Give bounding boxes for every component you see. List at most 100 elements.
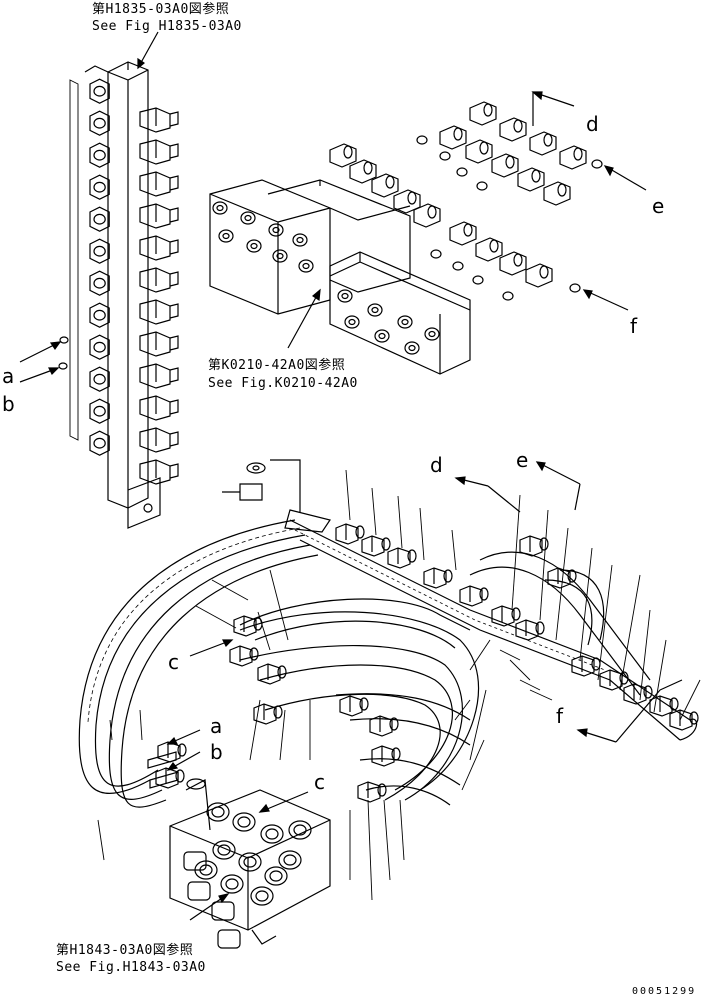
manifold-fitting	[139, 395, 179, 421]
manifold-fitting	[89, 270, 110, 296]
manifold-fitting	[89, 366, 110, 392]
o-ring	[452, 261, 464, 271]
leader-line	[499, 649, 521, 661]
leader-line	[679, 679, 701, 721]
valve-bolt	[292, 233, 308, 247]
valve-bolt	[246, 239, 262, 253]
hose-fitting	[361, 535, 391, 557]
hose-fitting	[423, 567, 453, 589]
hose-fitting	[157, 741, 187, 763]
drawing-code: 00051299	[632, 986, 697, 997]
block-fitting	[260, 824, 284, 844]
o-ring	[456, 167, 468, 177]
hose-fitting	[649, 695, 679, 717]
manifold-fitting	[89, 206, 110, 232]
leader-line	[469, 639, 491, 671]
o-ring	[416, 135, 428, 145]
block-fitting	[206, 802, 230, 822]
hose-bundle	[78, 509, 698, 808]
valve-bolt	[272, 249, 288, 263]
valve-fitting	[329, 143, 357, 168]
valve-bolt	[337, 289, 353, 303]
callout-a-b-mid	[147, 729, 201, 789]
hose-fittings	[155, 523, 699, 803]
hose-fitting	[599, 669, 629, 691]
valve-fitting	[449, 221, 477, 246]
manifold-fitting	[139, 459, 179, 485]
valve-fitting	[349, 159, 377, 184]
manifold-fitting	[139, 427, 179, 453]
manifold-fitting	[89, 174, 110, 200]
valve-fitting	[413, 203, 441, 228]
callout-c-mid	[258, 791, 309, 813]
leader-line	[371, 487, 377, 536]
valve-bolt	[344, 315, 360, 329]
hose-fitting	[547, 567, 577, 589]
manifold-fitting	[89, 110, 110, 136]
valve-bolt	[218, 229, 234, 243]
ref-top-left-line2: See Fig H1835-03A0	[92, 19, 242, 34]
leader-line	[397, 495, 403, 549]
manifold-fitting	[139, 139, 179, 165]
block-fitting	[238, 852, 262, 872]
hose-fitting	[491, 605, 521, 627]
leader-line	[419, 507, 425, 561]
hose-fitting	[371, 745, 401, 767]
leader-line	[461, 739, 485, 791]
valve-fitting	[465, 139, 493, 164]
callout-letter-e-mid: e	[516, 448, 529, 472]
callout-letter-a-mid: a	[210, 714, 223, 738]
leader-line	[509, 659, 531, 681]
valve-bolt	[298, 259, 314, 273]
block-port	[211, 901, 235, 921]
o-ring	[472, 275, 484, 285]
callout-letter-a-left: a	[2, 364, 15, 388]
callout-letter-d-top: d	[586, 112, 599, 136]
block-fitting	[288, 820, 312, 840]
manifold-fitting	[139, 235, 179, 261]
callout-letter-c-left: c	[168, 650, 179, 674]
left-manifold-block	[69, 61, 179, 529]
manifold-fitting	[139, 299, 179, 325]
leader-line	[579, 547, 593, 661]
top-right-fittings	[329, 101, 587, 301]
callout-letter-e-top: e	[652, 194, 665, 218]
valve-bolt	[404, 341, 420, 355]
valve-fitting	[469, 101, 497, 126]
block-fitting	[220, 874, 244, 894]
o-ring	[502, 291, 514, 301]
leader-ref-top-right	[287, 289, 321, 349]
hose-fitting	[623, 683, 653, 705]
manifold-fitting	[89, 302, 110, 328]
manifold-fitting	[139, 171, 179, 197]
hose-fitting	[357, 781, 387, 803]
leader-line	[454, 699, 471, 721]
hose-fitting	[519, 535, 549, 557]
callout-letter-d-mid: d	[430, 453, 443, 477]
o-ring	[439, 151, 451, 161]
hose-fitting	[229, 645, 259, 667]
valve-fitting	[529, 131, 557, 156]
leader-line	[469, 689, 487, 761]
manifold-fitting	[139, 267, 179, 293]
valve-bolt	[268, 223, 284, 237]
top-right-valve-blocks	[209, 179, 471, 375]
valve-fitting	[543, 181, 571, 206]
valve-bolt	[397, 315, 413, 329]
valve-bolt	[240, 211, 256, 225]
valve-fitting	[559, 145, 587, 170]
callout-a-b-left	[19, 336, 69, 383]
manifold-fitting	[89, 430, 110, 456]
manifold-fitting	[139, 107, 179, 133]
callout-letter-b-mid: b	[210, 740, 223, 764]
ref-top-right-line1: 第K0210-42A0図参照	[208, 358, 346, 373]
valve-bolt	[424, 327, 440, 341]
callout-letter-b-left: b	[2, 392, 15, 416]
hose-fitting	[515, 619, 545, 641]
o-ring	[476, 181, 488, 191]
manifold-fitting	[89, 398, 110, 424]
block-port	[187, 881, 211, 901]
valve-fitting	[439, 125, 467, 150]
leader-line	[597, 564, 613, 681]
